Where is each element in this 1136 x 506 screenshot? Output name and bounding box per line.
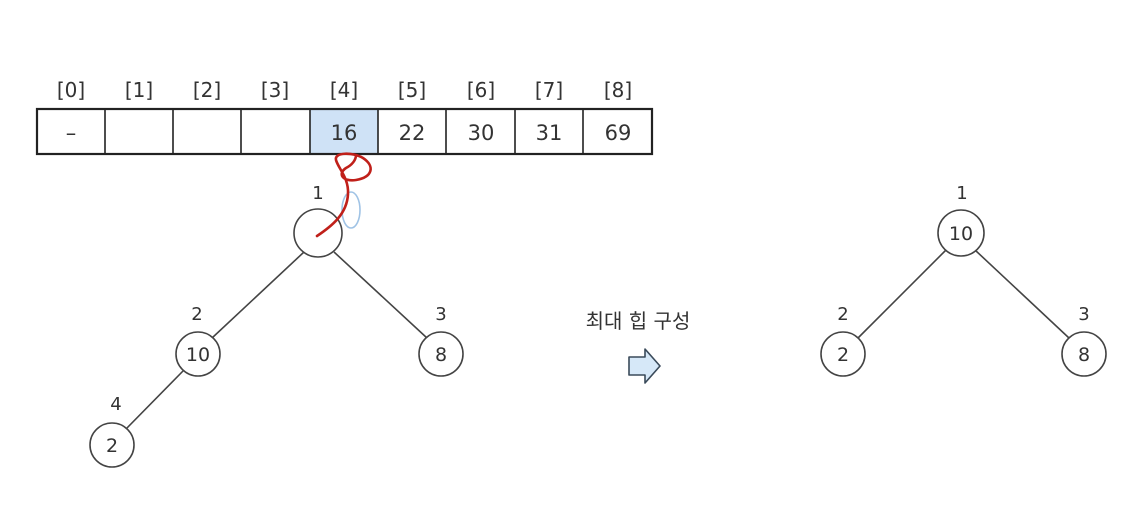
tree-edge (211, 251, 305, 339)
tree-node-index-2: 2 (191, 304, 202, 325)
array-cell-4: 16 (331, 121, 358, 145)
array-cell-7: 31 (536, 121, 563, 145)
annotation-circle (341, 191, 361, 229)
array-index-7: [7] (535, 78, 563, 102)
tree-node-index-1: 1 (312, 183, 323, 204)
heap-array: – 16 22 30 31 69 (35, 107, 654, 156)
tree-node-4 (89, 422, 135, 468)
tree-node-2 (175, 331, 221, 377)
tree-node-index-4: 4 (110, 394, 121, 415)
tree-node-2 (820, 331, 866, 377)
tree-node-3 (1061, 331, 1107, 377)
right-tree: 1 10 2 2 3 8 (820, 183, 1107, 377)
right-arrow-icon (628, 348, 661, 384)
array-index-0: [0] (57, 78, 85, 102)
array-index-8: [8] (604, 78, 632, 102)
tree-node-root-empty (293, 208, 343, 258)
tree-node-value-3: 8 (435, 344, 447, 366)
handwritten-annotation (315, 152, 372, 238)
array-cell-highlight (310, 110, 378, 154)
tree-node-index-1: 1 (956, 183, 967, 204)
array-cell-6: 30 (468, 121, 495, 145)
tree-node-index-2: 2 (837, 304, 848, 325)
tree-node-value-3: 8 (1078, 344, 1090, 366)
tree-node-value-2: 10 (186, 344, 210, 366)
tree-node-value-4: 2 (106, 435, 118, 457)
array-cell-5: 22 (399, 121, 426, 145)
tree-node-value-2: 2 (837, 344, 849, 366)
tree-node-index-3: 3 (1078, 304, 1089, 325)
tree-node-index-3: 3 (435, 304, 446, 325)
array-index-2: [2] (193, 78, 221, 102)
tree-node-value-1: 10 (949, 223, 973, 245)
tree-edge (333, 251, 428, 339)
array-cell-0: – (66, 121, 77, 145)
tree-node-1 (937, 209, 985, 257)
annotation-stroke (315, 152, 372, 238)
array-index-6: [6] (467, 78, 495, 102)
tree-edge (857, 249, 947, 339)
array-index-5: [5] (398, 78, 426, 102)
tree-edge (126, 370, 184, 429)
operation: 최대 힙 구성 (586, 309, 691, 384)
tree-edge (974, 249, 1070, 339)
tree-node-3 (418, 331, 464, 377)
operation-label: 최대 힙 구성 (586, 309, 691, 333)
array-index-3: [3] (261, 78, 289, 102)
array-index-labels: [0] [1] [2] [3] [4] [5] [6] [7] [8] (57, 78, 632, 102)
array-index-4: [4] (330, 78, 358, 102)
array-index-1: [1] (125, 78, 153, 102)
array-cell-8: 69 (605, 121, 632, 145)
left-tree: 1 2 10 3 8 4 2 (89, 183, 464, 468)
